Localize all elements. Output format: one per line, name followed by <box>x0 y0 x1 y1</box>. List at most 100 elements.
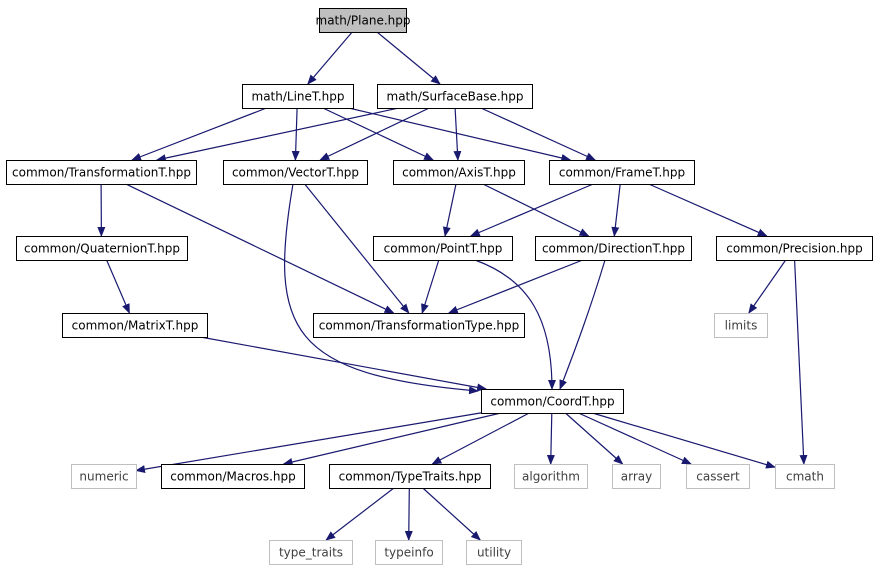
edge-vector-to-coord <box>283 183 479 395</box>
node-box-algorithm <box>514 464 588 489</box>
node-macros[interactable]: common/Macros.hpp <box>161 464 305 489</box>
node-label-cassert: cassert <box>696 470 740 484</box>
node-axis[interactable]: common/AxisT.hpp <box>393 160 525 185</box>
edge-surface-to-axis <box>453 107 462 161</box>
edge-plane-to-line <box>307 31 353 85</box>
edge-line-to-vector <box>291 107 300 161</box>
node-box-transformation <box>6 160 197 185</box>
node-label-limits: limits <box>725 319 758 333</box>
edge-frame-to-direction <box>611 183 621 237</box>
node-box-type_traits <box>269 540 353 565</box>
edge-plane-to-surface <box>376 31 441 85</box>
node-label-typetraits: common/TypeTraits.hpp <box>339 470 482 484</box>
edge-surface-to-transformation <box>155 107 399 163</box>
edge-quaternion-to-matrix <box>106 259 130 314</box>
edge-precision-to-limits <box>748 259 787 314</box>
node-cassert: cassert <box>686 464 750 489</box>
node-box-vector <box>223 160 368 185</box>
node-numeric: numeric <box>71 464 137 489</box>
node-typetraits[interactable]: common/TypeTraits.hpp <box>329 464 491 489</box>
node-label-algorithm: algorithm <box>522 470 580 484</box>
node-type_traits: type_traits <box>269 540 353 565</box>
node-line[interactable]: math/LineT.hpp <box>242 84 354 109</box>
edge-coord-to-cmath <box>592 412 776 469</box>
node-label-transtype: common/TransformationType.hpp <box>319 319 520 333</box>
node-label-plane: math/Plane.hpp <box>316 14 411 28</box>
node-coord[interactable]: common/CoordT.hpp <box>481 389 624 414</box>
node-box-surface <box>377 84 533 109</box>
node-limits: limits <box>714 313 768 338</box>
node-frame[interactable]: common/FrameT.hpp <box>549 160 695 185</box>
node-box-typeinfo <box>375 540 443 565</box>
node-label-vector: common/VectorT.hpp <box>232 166 359 180</box>
node-label-numeric: numeric <box>79 470 128 484</box>
node-transformation[interactable]: common/TransformationT.hpp <box>6 160 197 185</box>
node-plane[interactable]: math/Plane.hpp <box>316 8 411 33</box>
node-box-coord <box>481 389 624 414</box>
node-box-matrix <box>62 313 208 338</box>
edge-coord-to-typetraits <box>431 412 530 465</box>
node-precision[interactable]: common/Precision.hpp <box>716 236 873 261</box>
node-algorithm: algorithm <box>514 464 588 489</box>
node-label-direction: common/DirectionT.hpp <box>542 242 685 256</box>
node-box-frame <box>549 160 695 185</box>
edge-coord-to-algorithm <box>546 412 555 465</box>
node-vector[interactable]: common/VectorT.hpp <box>223 160 368 185</box>
edge-matrix-to-coord <box>200 336 488 392</box>
node-label-array: array <box>621 470 652 484</box>
edge-surface-to-frame <box>480 107 597 161</box>
node-point[interactable]: common/PointT.hpp <box>373 236 513 261</box>
node-label-transformation: common/TransformationT.hpp <box>12 166 191 180</box>
node-box-macros <box>161 464 305 489</box>
node-utility: utility <box>466 540 522 565</box>
edge-coord-to-cassert <box>578 412 692 465</box>
node-label-precision: common/Precision.hpp <box>726 242 863 256</box>
node-box-cmath <box>775 464 835 489</box>
edge-line-to-transformation <box>131 107 267 161</box>
node-box-quaternion <box>16 236 188 261</box>
edge-line-to-axis <box>322 107 435 161</box>
node-label-quaternion: common/QuaternionT.hpp <box>24 242 180 256</box>
node-label-point: common/PointT.hpp <box>384 242 503 256</box>
node-label-cmath: cmath <box>786 470 824 484</box>
edge-direction-to-transtype <box>447 259 583 314</box>
node-label-utility: utility <box>477 546 511 560</box>
node-box-limits <box>714 313 768 338</box>
node-box-point <box>373 236 513 261</box>
node-typeinfo: typeinfo <box>375 540 443 565</box>
edge-point-to-transtype <box>421 259 440 314</box>
node-label-frame: common/FrameT.hpp <box>559 166 685 180</box>
node-quaternion[interactable]: common/QuaternionT.hpp <box>16 236 188 261</box>
edge-typetraits-to-typeinfo <box>404 487 413 541</box>
node-box-precision <box>716 236 873 261</box>
node-matrix[interactable]: common/MatrixT.hpp <box>62 313 208 338</box>
node-box-array <box>612 464 661 489</box>
edge-frame-to-point <box>469 183 594 237</box>
edge-coord-to-numeric <box>135 412 482 474</box>
edge-axis-to-direction <box>482 183 590 237</box>
node-transtype[interactable]: common/TransformationType.hpp <box>313 313 525 338</box>
edge-typetraits-to-utility <box>422 487 481 541</box>
edges-layer <box>97 31 808 541</box>
edge-transformation-to-transtype <box>125 183 395 314</box>
edge-coord-to-array <box>565 412 624 465</box>
node-box-plane <box>319 8 407 33</box>
edge-point-to-coord <box>474 259 556 390</box>
edge-surface-to-vector <box>319 107 430 161</box>
node-direction[interactable]: common/DirectionT.hpp <box>535 236 692 261</box>
node-box-direction <box>535 236 692 261</box>
edge-line-to-frame <box>348 107 572 162</box>
node-label-axis: common/AxisT.hpp <box>402 166 516 180</box>
edge-precision-to-cmath <box>794 259 808 465</box>
edge-coord-to-macros <box>282 412 502 466</box>
node-box-axis <box>393 160 525 185</box>
node-label-line: math/LineT.hpp <box>252 90 345 104</box>
node-surface[interactable]: math/SurfaceBase.hpp <box>377 84 533 109</box>
node-box-typetraits <box>329 464 491 489</box>
edge-typetraits-to-type_traits <box>325 487 395 541</box>
node-box-numeric <box>71 464 137 489</box>
edge-vector-to-transtype <box>304 183 410 314</box>
node-label-macros: common/Macros.hpp <box>170 470 296 484</box>
node-box-transtype <box>313 313 525 338</box>
